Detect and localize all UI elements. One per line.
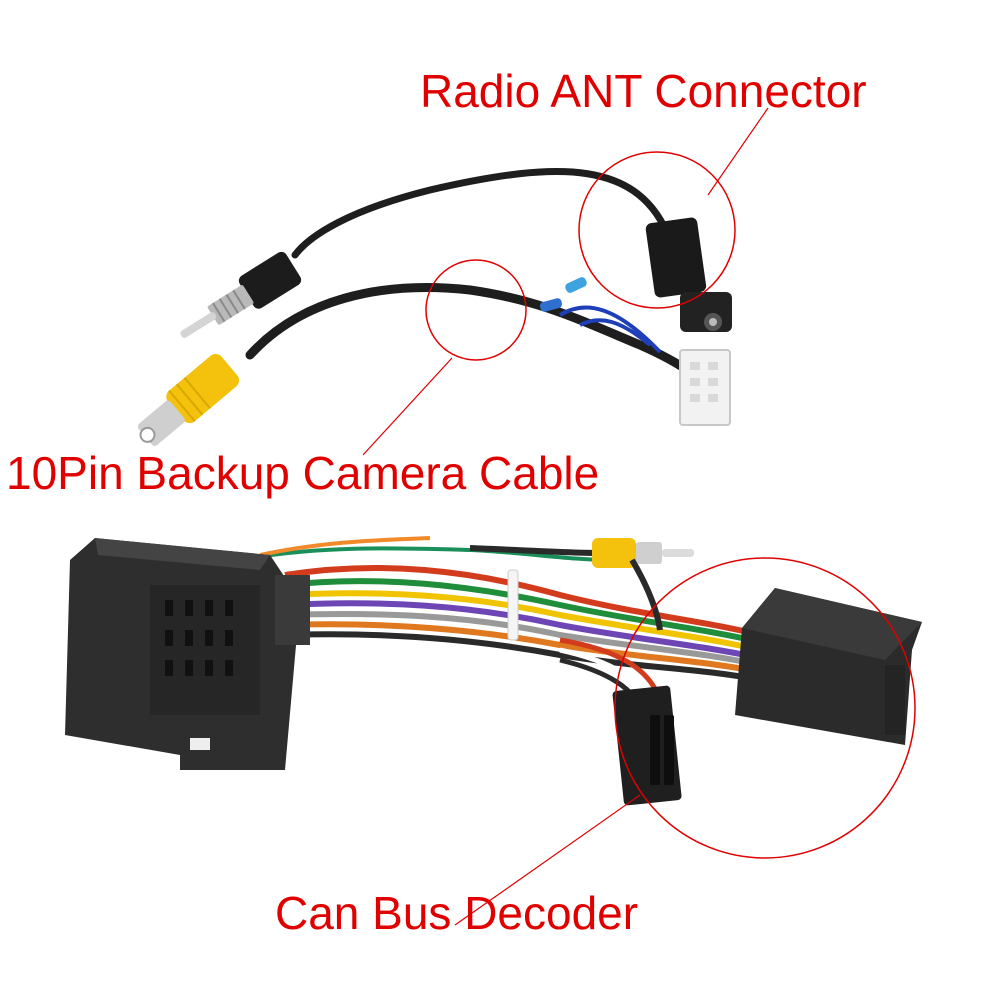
- quadlock-connector: [65, 538, 310, 770]
- rca-camera-plug: [137, 354, 240, 446]
- can-bus-callout-circle: [614, 557, 916, 859]
- radio-ant-connector-label: Radio ANT Connector: [420, 65, 867, 117]
- backup-camera-cable-label: 10Pin Backup Camera Cable: [6, 447, 600, 499]
- main-harness: [65, 536, 922, 806]
- camera-callout-circle: [425, 259, 527, 361]
- fakra-antenna-connector: [645, 217, 732, 332]
- radio-ant-callout-circle: [578, 151, 736, 309]
- can-bus-decoder-box: [735, 588, 922, 745]
- sixteen-pin-plug: [612, 685, 682, 806]
- camera-leader-line: [362, 357, 453, 456]
- can-bus-leader-line: [454, 794, 641, 926]
- camera-cable: [137, 277, 731, 446]
- motorola-antenna-plug: [180, 251, 302, 338]
- radio-ant-leader-line: [707, 107, 769, 196]
- can-bus-decoder-label: Can Bus Decoder: [275, 887, 639, 939]
- ten-pin-connector: [679, 349, 731, 426]
- antenna-adapter-cable: [180, 168, 674, 338]
- rca-camera-plug-harness: [592, 538, 694, 631]
